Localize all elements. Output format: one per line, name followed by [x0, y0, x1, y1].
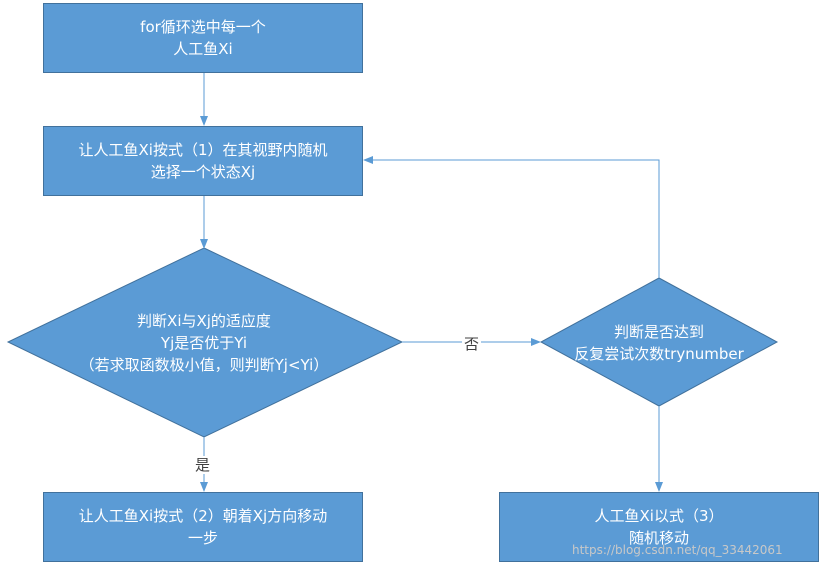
random-move-line-1: 人工鱼Xi以式（3） [594, 507, 724, 525]
tries-line-2: 反复尝试次数trynumber [574, 345, 744, 363]
compare-line-2: Yj是否优于Yi [160, 334, 248, 352]
loop-line-2: 人工鱼Xi [173, 40, 233, 58]
random-move-line-2: 随机移动 [628, 529, 689, 547]
random-move-box: 人工鱼Xi以式（3） 随机移动 [499, 492, 819, 562]
tries-line-1: 判断是否达到 [613, 323, 704, 341]
move-toward-line-2: 一步 [187, 529, 218, 547]
prey-box: 让人工鱼Xi按式（1）在其视野内随机 选择一个状态Xj [43, 126, 363, 196]
prey-line-1: 让人工鱼Xi按式（1）在其视野内随机 [78, 141, 328, 159]
loop-box: for循环选中每一个 人工鱼Xi [43, 3, 363, 73]
loop-line-1: for循环选中每一个 [140, 18, 266, 36]
arrow-tries-back-to-prey [363, 156, 660, 278]
compare-line-1: 判断Xi与Xj的适应度 [137, 312, 271, 330]
move-toward-box: 让人工鱼Xi按式（2）朝着Xj方向移动 一步 [43, 492, 363, 562]
no-edge-label: 否 [462, 335, 482, 353]
tries-text: 判断是否达到 反复尝试次数trynumber [559, 320, 759, 366]
compare-text: 判断Xi与Xj的适应度 Yj是否优于Yi （若求取函数极小值，则判断Yj<Yi） [54, 308, 354, 378]
yes-edge-label: 是 [193, 456, 213, 474]
move-toward-line-1: 让人工鱼Xi按式（2）朝着Xj方向移动 [78, 507, 328, 525]
compare-line-3: （若求取函数极小值，则判断Yj<Yi） [79, 356, 329, 374]
watermark: https://blog.csdn.net/qq_33442061 [572, 543, 783, 557]
prey-line-2: 选择一个状态Xj [150, 163, 256, 181]
